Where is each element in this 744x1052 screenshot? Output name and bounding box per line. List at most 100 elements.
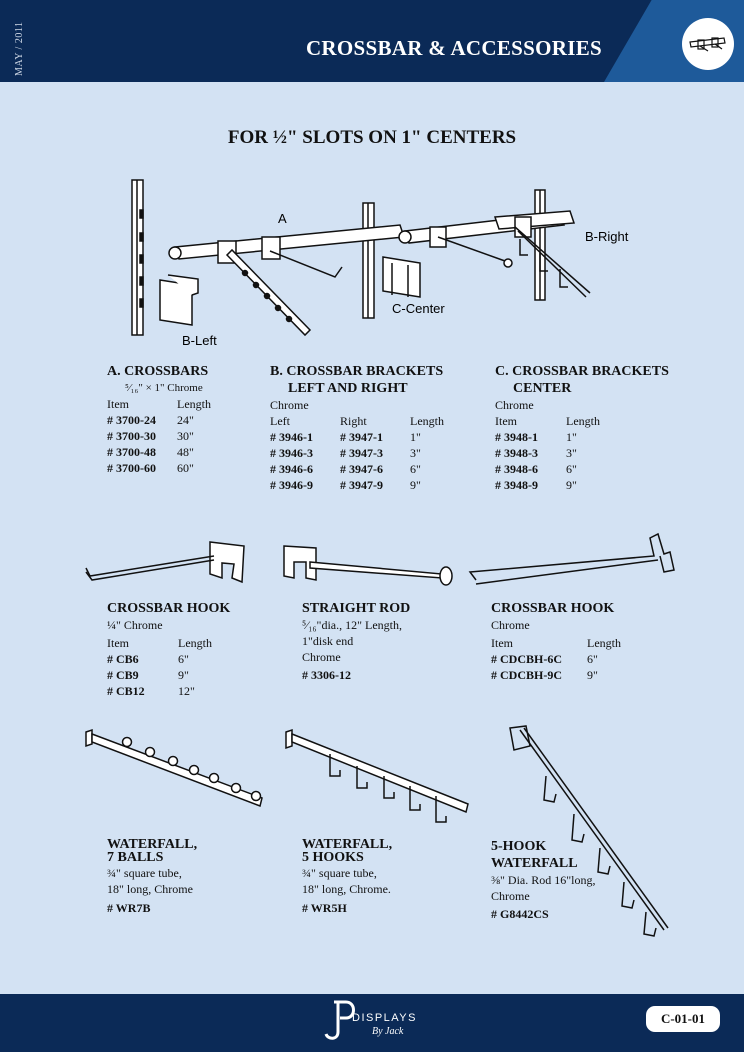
footer-bar: DISPLAYS By Jack bbox=[0, 994, 744, 1052]
five-hook-desc-1: ⅜" Dia. Rod 16"long, bbox=[491, 873, 596, 887]
item-length: 6" bbox=[566, 462, 577, 476]
waterfall-5-item: # WR5H bbox=[302, 901, 347, 915]
issue-date: MAY / 2011 bbox=[14, 21, 25, 76]
item-length: 24" bbox=[177, 413, 194, 427]
item-code: # CB12 bbox=[107, 684, 145, 698]
col-header: Right bbox=[340, 414, 367, 428]
right-code: # 3947-6 bbox=[340, 462, 383, 476]
item-length: 9" bbox=[410, 478, 421, 492]
crossbar-assembly-diagram: A B-Left B-Right C-Center bbox=[131, 179, 629, 348]
item-code: # 3700-24 bbox=[107, 413, 156, 427]
col-header: Item bbox=[495, 414, 517, 428]
item-code: # 3700-30 bbox=[107, 429, 156, 443]
col-header: Length bbox=[566, 414, 600, 428]
item-length: 60" bbox=[177, 461, 194, 475]
brackets-center-desc: Chrome bbox=[495, 398, 534, 412]
crossbar-icon bbox=[682, 18, 734, 70]
table-row: # 3700-24 24" bbox=[107, 412, 211, 428]
item-length: 9" bbox=[566, 478, 577, 492]
item-length: 9" bbox=[178, 668, 189, 682]
item-length: 6" bbox=[410, 462, 421, 476]
brackets-center-title-1: C. CROSSBAR BRACKETS bbox=[495, 364, 669, 379]
diagram-label-b-left: B-Left bbox=[182, 333, 217, 348]
table-row: # 3948-1 1" bbox=[495, 429, 600, 445]
col-header: Length bbox=[410, 414, 444, 428]
item-length: 12" bbox=[178, 684, 195, 698]
five-hook-title-1: 5-HOOK bbox=[491, 839, 547, 854]
waterfall-7-desc-2: 18" long, Chrome bbox=[107, 882, 193, 896]
waterfall-7-item: # WR7B bbox=[107, 901, 151, 915]
brackets-lr-title-2: LEFT AND RIGHT bbox=[288, 381, 408, 396]
header-bar: MAY / 2011 CROSSBAR & ACCESSORIES bbox=[0, 0, 744, 82]
straight-rod-desc-1: ⁵⁄₁₆"dia., 12" Length, bbox=[302, 618, 403, 632]
five-hook-title-2: WATERFALL bbox=[491, 856, 578, 871]
left-code: # 3946-6 bbox=[270, 462, 313, 476]
col-header: Length bbox=[587, 636, 621, 650]
table-row: # 3700-60 60" bbox=[107, 460, 211, 476]
col-header: Item bbox=[491, 636, 513, 650]
crossbar-hook-2-title: CROSSBAR HOOK bbox=[491, 601, 615, 616]
crossbar-hook-2-illustration bbox=[468, 532, 675, 585]
waterfall-5-title-2: 5 HOOKS bbox=[302, 850, 364, 865]
item-code: # 3700-48 bbox=[107, 445, 156, 459]
item-length: 6" bbox=[587, 652, 598, 666]
jp-logo-icon bbox=[324, 1000, 355, 1040]
item-length: 48" bbox=[177, 445, 194, 459]
five-hook-desc-2: Chrome bbox=[491, 889, 530, 903]
item-length: 3" bbox=[410, 446, 421, 460]
crossbar-hook-title: CROSSBAR HOOK bbox=[107, 601, 231, 616]
item-length: 1" bbox=[566, 430, 577, 444]
item-code: # CDCBH-9C bbox=[491, 668, 562, 682]
straight-rod-desc-2: 1"disk end bbox=[302, 634, 354, 648]
waterfall-5-hooks-section: WATERFALL, 5 HOOKS ¾" square tube, 18" l… bbox=[302, 838, 472, 916]
table-row: # CDCBH-6C 6" bbox=[491, 651, 621, 667]
straight-rod-illustration bbox=[283, 545, 453, 586]
crossbar-hook-2-desc: Chrome bbox=[491, 618, 530, 632]
five-hook-item: # G8442CS bbox=[491, 907, 549, 921]
five-hook-waterfall-illustration bbox=[509, 725, 669, 937]
item-code: # 3700-60 bbox=[107, 461, 156, 475]
crossbar-hook-illustration bbox=[85, 541, 245, 584]
waterfall-7-balls-section: WATERFALL, 7 BALLS ¾" square tube, 18" l… bbox=[107, 838, 277, 916]
brackets-lr-title-1: B. CROSSBAR BRACKETS bbox=[270, 364, 444, 379]
waterfall-5-title-1: WATERFALL, bbox=[302, 837, 393, 852]
brackets-center-title-2: CENTER bbox=[513, 381, 572, 396]
table-row: # CB12 12" bbox=[107, 683, 212, 699]
table-row: # CDCBH-9C 9" bbox=[491, 667, 621, 683]
item-code: # CDCBH-6C bbox=[491, 652, 562, 666]
logo-text: DISPLAYS bbox=[352, 1012, 417, 1024]
straight-rod-item: # 3306-12 bbox=[302, 668, 351, 682]
waterfall-7-balls-illustration bbox=[85, 728, 263, 808]
brackets-lr-desc: Chrome bbox=[270, 398, 309, 412]
page-title: CROSSBAR & ACCESSORIES bbox=[305, 36, 602, 60]
col-header: Item bbox=[107, 397, 129, 411]
straight-rod-section: STRAIGHT ROD ⁵⁄₁₆"dia., 12" Length, 1"di… bbox=[302, 600, 472, 683]
right-code: # 3947-9 bbox=[340, 478, 383, 492]
item-code: # CB9 bbox=[107, 668, 139, 682]
col-header: Length bbox=[177, 397, 211, 411]
waterfall-5-desc-2: 18" long, Chrome. bbox=[302, 882, 391, 896]
brackets-center-section: C. CROSSBAR BRACKETS CENTER Chrome Item L… bbox=[495, 363, 715, 493]
item-code: # 3948-3 bbox=[495, 446, 538, 460]
table-row: # 3700-48 48" bbox=[107, 444, 211, 460]
crossbar-hook-2-table: Item Length # CDCBH-6C 6" # CDCBH-9C 9" bbox=[491, 635, 621, 683]
item-length: 30" bbox=[177, 429, 194, 443]
diagram-label-c-center: C-Center bbox=[392, 301, 445, 316]
item-length: 9" bbox=[587, 668, 598, 682]
brackets-lr-section: B. CROSSBAR BRACKETS LEFT AND RIGHT Chro… bbox=[270, 363, 490, 493]
item-code: # 3948-1 bbox=[495, 430, 538, 444]
item-length: 6" bbox=[178, 652, 189, 666]
table-row: # 3700-30 30" bbox=[107, 428, 211, 444]
col-header: Length bbox=[178, 636, 212, 650]
left-code: # 3946-3 bbox=[270, 446, 313, 460]
logo-subtext: By Jack bbox=[372, 1026, 404, 1037]
waterfall-7-desc-1: ¾" square tube, bbox=[107, 866, 182, 880]
